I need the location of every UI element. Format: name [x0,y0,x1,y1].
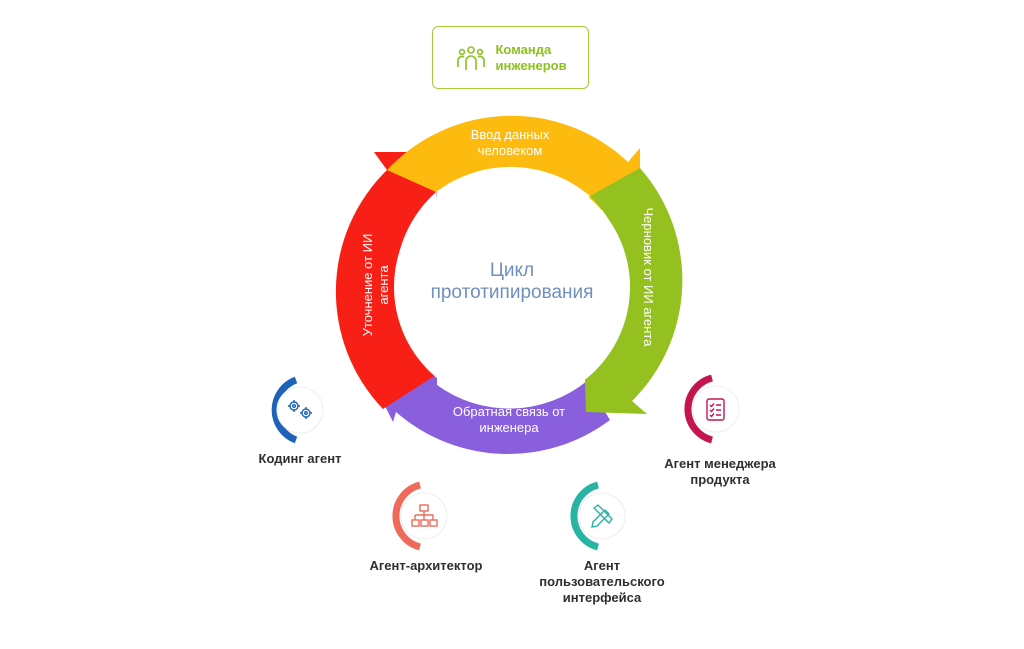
checklist-icon [706,398,725,421]
agent-badge-architect [392,481,448,551]
agent-disc [692,385,740,433]
agent-label-pm: Агент менеджера продукта [664,456,776,487]
agent-disc [276,386,324,434]
hierarchy-icon [411,504,438,527]
segment-label-feedback: Обратная связь от инженера [452,404,566,435]
cycle-ring [335,115,683,455]
engineer-team-box: Команда инженеров [432,26,589,89]
segment-label-refine: Уточнение от ИИ агента [360,233,391,337]
agent-ring [392,481,422,551]
agent-ring [684,374,714,444]
segment-label-input: Ввод данных человеком [470,127,550,158]
agent-ring [271,376,298,444]
agent-label-coding: Кодинг агент [258,451,342,466]
cycle-segment-refine [335,152,437,409]
agent-label-architect: Агент-архитектор [369,558,483,573]
agent-label-ui: Агент пользовательского интерфейса [539,558,665,605]
agent-badge-pm [684,374,740,444]
agent-ring [570,481,600,551]
people-group-icon [456,45,485,70]
team-label: Команда инженеров [495,41,567,73]
cycle-segment-feedback [380,353,610,455]
gears-icon [288,400,312,419]
agent-badge-coding [271,376,324,444]
cycle-center [394,169,630,405]
cycle-segment-input [387,115,640,210]
pencil-ruler-icon [591,504,613,528]
cycle-title: Цикл прототипирования [430,260,594,303]
segment-label-draft: Черновик от ИИ агента [641,207,656,347]
agent-badge-ui [570,481,626,551]
